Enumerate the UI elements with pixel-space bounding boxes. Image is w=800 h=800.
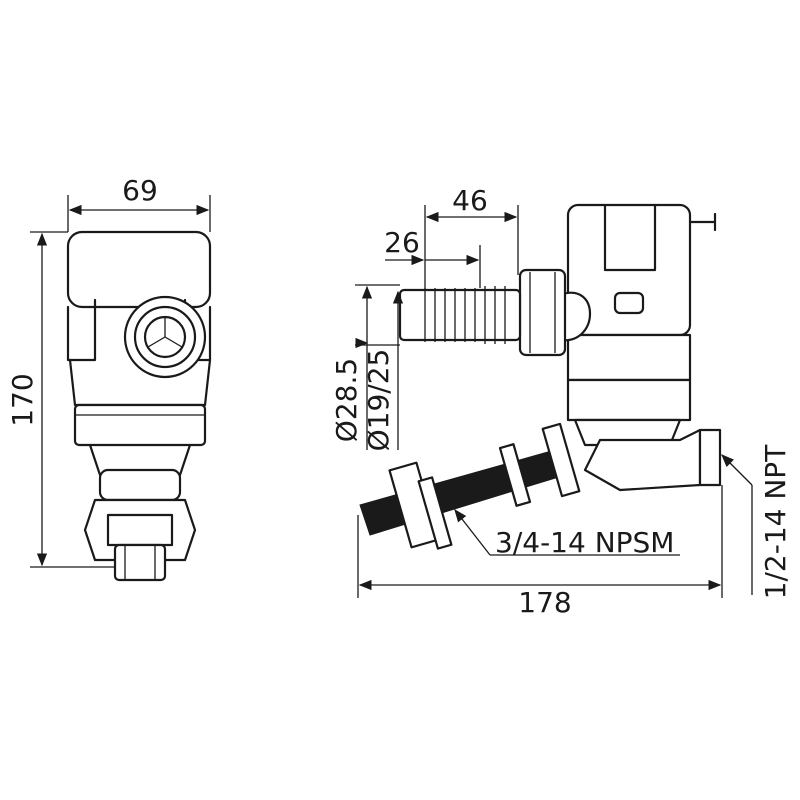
dimension-barb-length: 26 xyxy=(384,226,481,288)
side-view xyxy=(359,203,722,550)
npsm-label: 3/4-14 NPSM xyxy=(495,526,674,559)
dim-178-label: 178 xyxy=(518,586,571,619)
dimension-height-front: 170 xyxy=(6,231,115,568)
dim-26-label: 26 xyxy=(384,226,420,259)
dim-69-label: 69 xyxy=(122,174,158,207)
dim-diameter-outer-label: Ø28.5 xyxy=(330,358,363,442)
dim-diameter-hose-label: Ø19/25 xyxy=(362,349,395,452)
dimension-hose-length: 46 xyxy=(424,184,519,290)
front-view xyxy=(66,230,212,582)
dimension-diameters: Ø28.5 Ø19/25 xyxy=(330,284,404,452)
dimension-overall-length: 178 xyxy=(357,485,723,619)
dim-46-label: 46 xyxy=(452,184,488,217)
dim-170-label: 170 xyxy=(6,373,39,426)
callout-npsm: 3/4-14 NPSM xyxy=(454,508,680,559)
callout-npt: 1/2-14 NPT xyxy=(721,444,792,600)
dimension-width-front: 69 xyxy=(67,174,211,232)
npt-label: 1/2-14 NPT xyxy=(759,444,792,600)
